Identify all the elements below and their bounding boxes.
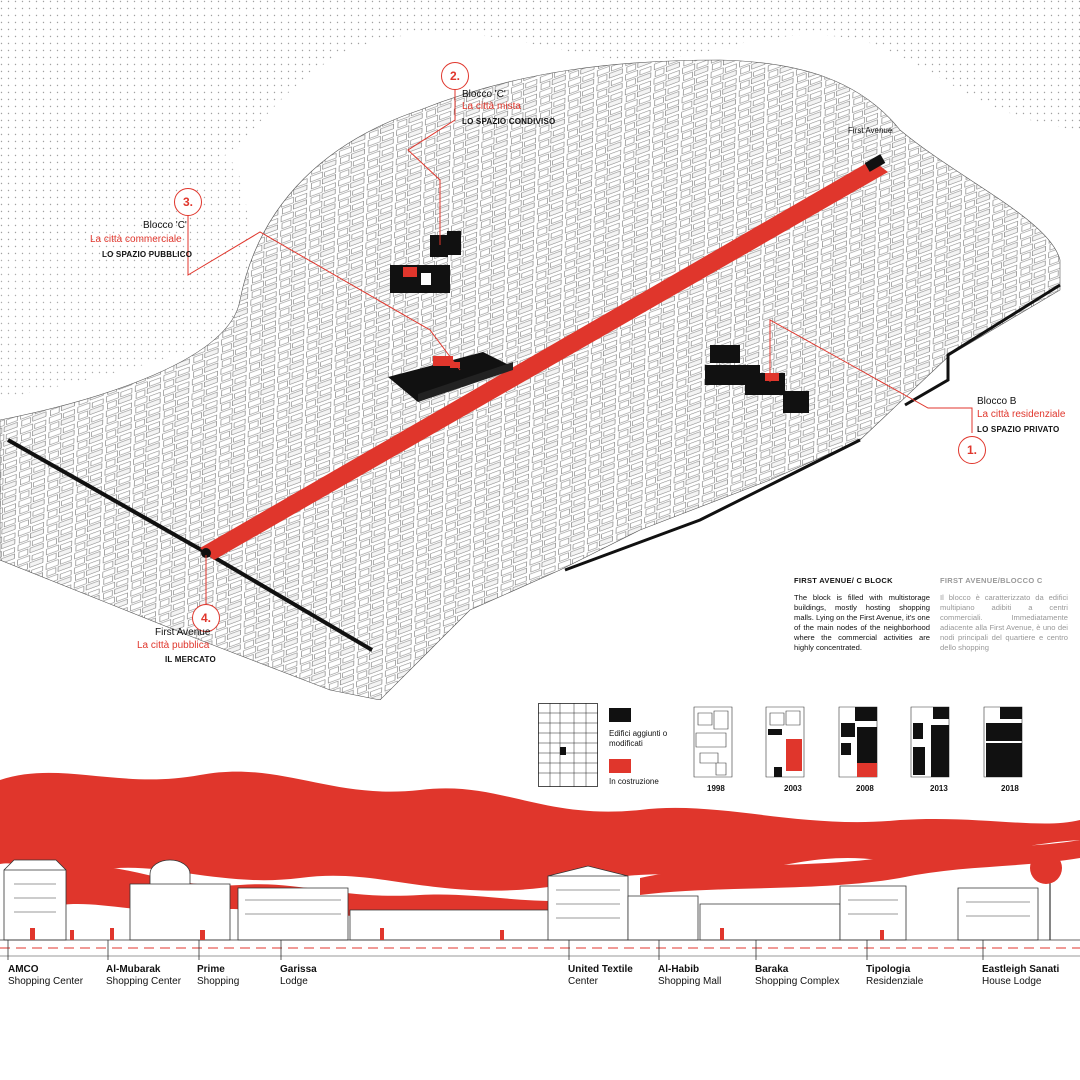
elev-united-textile bbox=[547, 865, 629, 941]
elev-al-habib bbox=[627, 895, 699, 941]
elev-eastleigh bbox=[957, 887, 1039, 941]
callout-3-title: Blocco 'C' bbox=[143, 220, 187, 231]
description-en-title: FIRST AVENUE/ C BLOCK bbox=[794, 576, 893, 585]
node-marker bbox=[201, 548, 211, 558]
timeline-2008 bbox=[838, 706, 878, 778]
building-al-mubarak-name: Al-Mubarak bbox=[106, 964, 161, 975]
building-united-textile-name: United Textile bbox=[568, 964, 633, 975]
callout-4-caption: IL MERCATO bbox=[165, 655, 216, 664]
building-al-habib-type: Shopping Mall bbox=[658, 976, 722, 987]
callout-3-number: 3. bbox=[174, 188, 202, 216]
building-garissa-type: Lodge bbox=[280, 976, 308, 987]
callout-2-caption: LO SPAZIO CONDIVISO bbox=[462, 117, 556, 126]
building-eastleigh-type: House Lodge bbox=[982, 976, 1042, 987]
timeline-year-2013: 2013 bbox=[930, 784, 948, 793]
street-elevation bbox=[0, 771, 1080, 960]
leader-3 bbox=[187, 208, 461, 371]
callout-4-title: First Avenue bbox=[155, 627, 211, 638]
building-prime-type: Shopping bbox=[197, 976, 240, 987]
legend-label-construction: In costruzione bbox=[609, 777, 659, 786]
callout-4-subtitle: La città pubblica bbox=[137, 640, 210, 651]
callout-1-caption: LO SPAZIO PRIVATO bbox=[977, 425, 1060, 434]
timeline-diagrams bbox=[693, 706, 1023, 778]
sky-brushstrokes bbox=[0, 771, 1080, 891]
building-tipologia-name: Tipologia bbox=[866, 964, 911, 975]
building-united-textile-type: Center bbox=[568, 976, 599, 987]
first-avenue-end-marker bbox=[864, 154, 886, 172]
legend-swatch-added bbox=[609, 708, 631, 722]
block-c-mixed bbox=[390, 231, 461, 293]
building-amco-type: Shopping Center bbox=[8, 976, 84, 987]
timeline-2013 bbox=[910, 706, 950, 778]
road-north bbox=[904, 283, 1061, 407]
building-garissa-name: Garissa bbox=[280, 964, 317, 975]
leader-2 bbox=[407, 88, 456, 245]
description-it-title: FIRST AVENUE/BLOCCO C bbox=[940, 576, 1043, 585]
callout-1-number: 1. bbox=[958, 436, 986, 464]
legend-swatch-construction bbox=[609, 759, 631, 773]
description-en-text: The block is filled with multistorage bu… bbox=[794, 593, 930, 652]
timeline-year-2003: 2003 bbox=[784, 784, 802, 793]
first-avenue-label: First Avenue bbox=[848, 126, 893, 135]
callout-4-number: 4. bbox=[192, 604, 220, 632]
timeline-year-2018: 2018 bbox=[1001, 784, 1019, 793]
road-east bbox=[564, 438, 861, 572]
callout-2-number: 2. bbox=[441, 62, 469, 90]
building-baraka-type: Shopping Complex bbox=[755, 976, 840, 987]
elev-tipologia bbox=[839, 885, 907, 941]
first-avenue bbox=[200, 160, 888, 560]
dotted-background bbox=[0, 0, 1080, 260]
building-al-habib-name: Al-Habib bbox=[658, 964, 700, 975]
legend-plan-icon bbox=[538, 703, 598, 787]
callout-2-title: Blocco 'C' bbox=[462, 89, 506, 100]
description-it-text: Il blocco è caratterizzato da edifici mu… bbox=[940, 593, 1068, 652]
building-prime-name: Prime bbox=[197, 964, 225, 975]
leader-1 bbox=[769, 319, 973, 433]
building-tipologia-type: Residenziale bbox=[866, 976, 924, 987]
callout-3-caption: LO SPAZIO PUBBLICO bbox=[102, 250, 193, 259]
block-c-commercial bbox=[388, 352, 513, 402]
legend-label-added: Edifici aggiunti o modificati bbox=[609, 729, 668, 748]
building-amco-name: AMCO bbox=[8, 964, 39, 975]
axonometric-map bbox=[0, 0, 1080, 700]
callout-2-subtitle: La città mista bbox=[462, 101, 521, 112]
building-eastleigh-name: Eastleigh Sanati bbox=[982, 964, 1060, 975]
timeline-1998 bbox=[693, 706, 733, 778]
timeline-2018 bbox=[983, 706, 1023, 778]
timeline-year-1998: 1998 bbox=[707, 784, 725, 793]
callout-3-subtitle: La città commerciale bbox=[90, 234, 182, 245]
block-b-residential bbox=[705, 345, 809, 413]
timeline-2003 bbox=[765, 706, 805, 778]
callout-1-subtitle: La città residenziale bbox=[977, 409, 1066, 420]
building-baraka-name: Baraka bbox=[755, 964, 789, 975]
elev-tree bbox=[1030, 852, 1062, 940]
timeline-year-2008: 2008 bbox=[856, 784, 874, 793]
building-al-mubarak-type: Shopping Center bbox=[106, 976, 182, 987]
callout-1-title: Blocco B bbox=[977, 396, 1017, 407]
